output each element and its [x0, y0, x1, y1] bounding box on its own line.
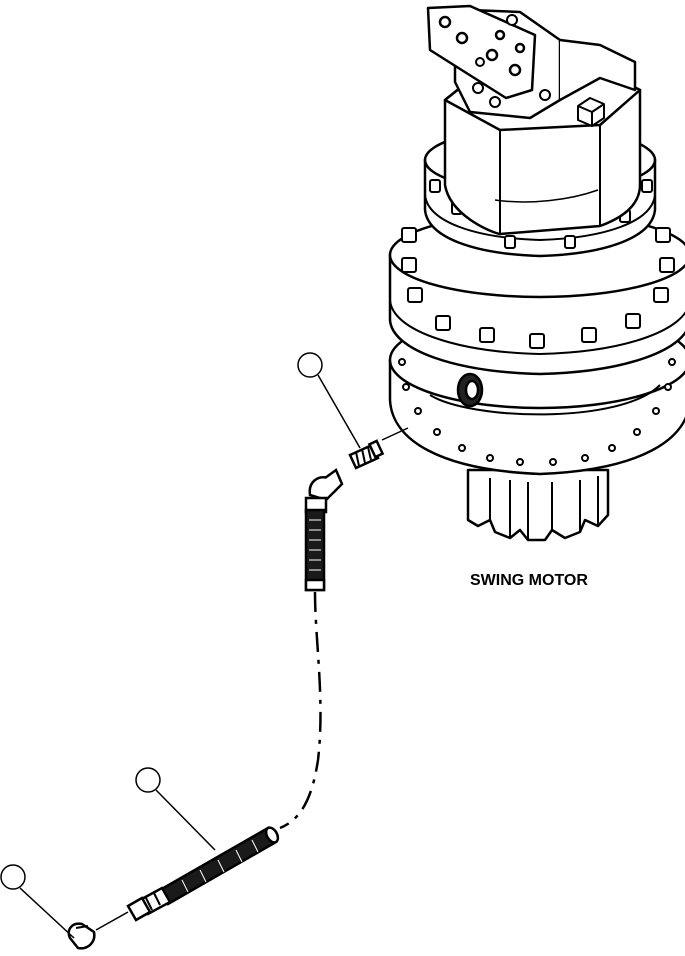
lower-flange-bolts	[398, 358, 676, 466]
top-plug	[577, 97, 605, 127]
callout-3-leader-dash	[95, 911, 129, 931]
end-cap	[67, 922, 96, 950]
callout-1	[297, 352, 361, 449]
gear-case-bolts	[401, 227, 675, 349]
hose-end-fitting	[126, 886, 172, 922]
nipple-fitting	[348, 439, 385, 470]
valve-bolts	[472, 14, 551, 108]
callout-2	[135, 767, 216, 851]
callout-3	[0, 864, 75, 939]
swing-motor	[388, 4, 685, 542]
elbow-fitting	[304, 468, 344, 514]
hose-dashed-line	[279, 591, 322, 830]
pinion-shaft	[466, 468, 610, 542]
lower-hose	[158, 826, 280, 906]
upper-hose	[304, 508, 326, 592]
swing-motor-label: SWING MOTOR	[470, 572, 588, 589]
callout-1-leader-dash	[381, 427, 409, 441]
mounting-plate	[426, 4, 537, 100]
